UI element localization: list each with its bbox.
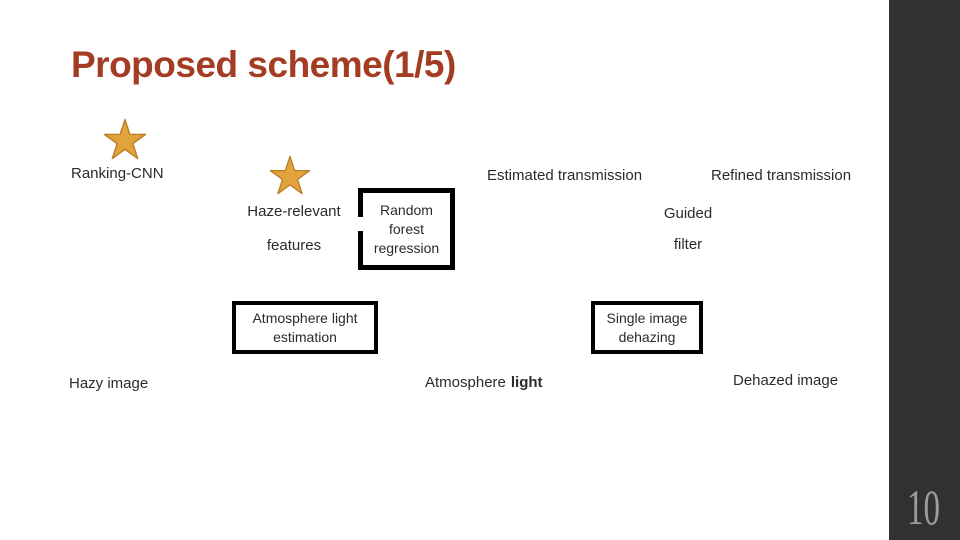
atmosphere-light-bold: light: [510, 374, 543, 391]
haze-relevant-features-label: features: [266, 237, 322, 254]
haze-relevant-label: Haze-relevant: [247, 203, 341, 220]
hazy-image-label: Hazy image: [69, 375, 149, 392]
slide-side-band: [889, 0, 960, 540]
box-line: regression: [373, 239, 440, 256]
star-icon: [269, 155, 311, 195]
box-line: forest: [388, 220, 424, 237]
atmosphere-light-prefix: Atmosphere: [425, 374, 506, 391]
refined-transmission-label: Refined transmission: [711, 167, 852, 184]
single-image-dehazing-box: Single image dehazing: [591, 301, 703, 354]
box-line: Random: [380, 201, 433, 218]
box-line: Single image: [606, 309, 688, 326]
star-icon: [103, 118, 147, 160]
ranking-cnn-label: Ranking-CNN: [71, 165, 164, 182]
estimated-transmission-label: Estimated transmission: [487, 167, 643, 184]
border-gap-artifact: [352, 217, 363, 231]
box-line: dehazing: [618, 328, 676, 345]
page-title: Proposed scheme(1/5): [71, 44, 456, 85]
random-forest-regression-box: Random forest regression: [358, 188, 455, 270]
dehazed-image-label: Dehazed image: [733, 372, 839, 389]
guided-label: Guided: [663, 205, 713, 222]
box-line: estimation: [273, 328, 337, 345]
page-number: 10: [907, 479, 940, 535]
guided-filter-label: filter: [673, 236, 703, 253]
box-line: Atmosphere light: [252, 309, 358, 326]
atmosphere-light-estimation-box: Atmosphere light estimation: [232, 301, 378, 354]
